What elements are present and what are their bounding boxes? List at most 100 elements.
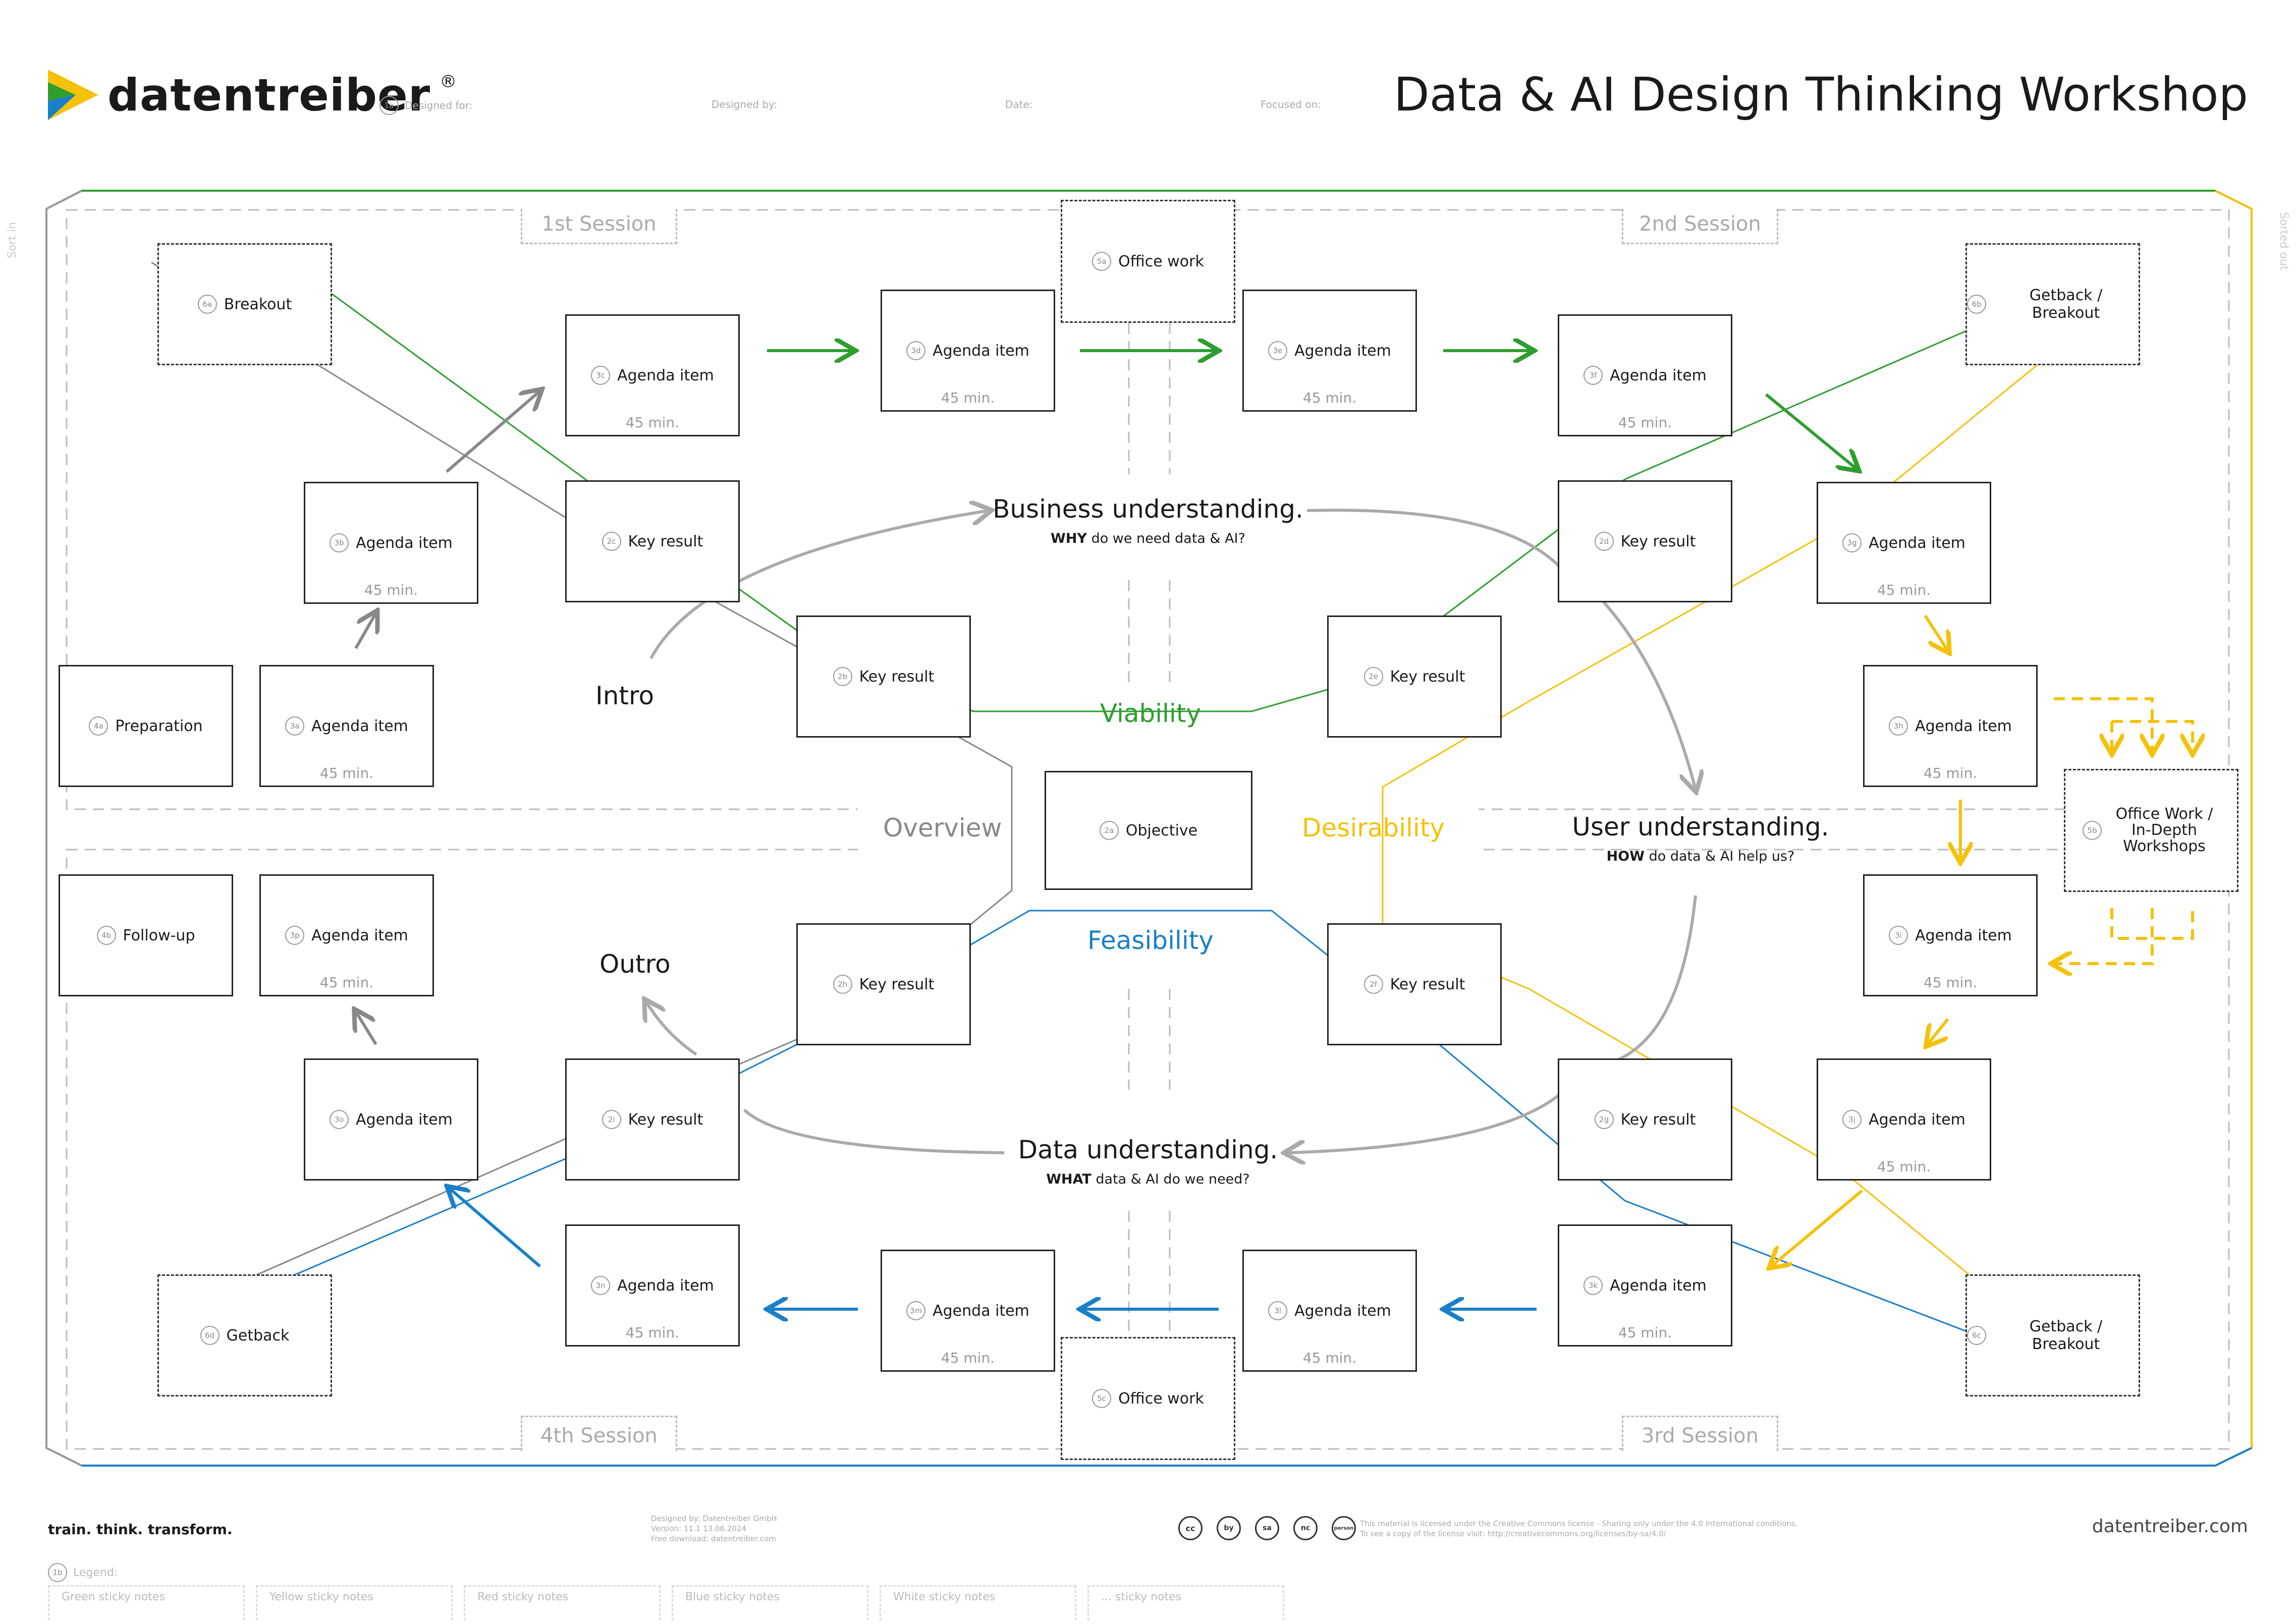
badge-3f: 3f: [1583, 366, 1603, 385]
badge-2e: 2e: [1363, 667, 1383, 686]
overview-label: Overview: [883, 813, 1002, 843]
box-label: Office work: [1118, 252, 1204, 270]
box-key-result-2c[interactable]: 2c Key result: [565, 480, 740, 602]
legend-yellow[interactable]: Yellow sticky notes: [256, 1585, 453, 1620]
box-agenda-3l[interactable]: 3l Agenda item 45 min.: [1242, 1250, 1417, 1372]
user-sub: do data & AI help us?: [1645, 849, 1795, 864]
box-duration: 45 min.: [1618, 1324, 1672, 1341]
box-duration: 45 min.: [1923, 765, 1978, 781]
focused-on-field[interactable]: Focused on:: [1261, 98, 1322, 110]
badge-3p: 3p: [285, 926, 305, 945]
share-alike-icon: sa: [1255, 1516, 1279, 1540]
designed-by-field[interactable]: Designed by:: [712, 98, 778, 110]
user-understanding: User understanding. HOW do data & AI hel…: [1544, 812, 1857, 864]
box-label: Key result: [1390, 667, 1465, 686]
badge-6b: 6b: [1967, 295, 1986, 314]
box-label: Office Work / In-Depth Workshops: [2115, 805, 2213, 855]
legend-blue[interactable]: Blue sticky notes: [672, 1585, 868, 1620]
badge-2c: 2c: [602, 532, 621, 551]
legend-white[interactable]: White sticky notes: [880, 1585, 1076, 1620]
box-key-result-2e[interactable]: 2e Key result: [1327, 615, 1502, 738]
box-key-result-2h[interactable]: 2h Key result: [796, 923, 971, 1045]
box-label: Preparation: [115, 717, 203, 735]
footer-url[interactable]: datentreiber.com: [2092, 1516, 2248, 1537]
license-line[interactable]: To see a copy of the license visit: http…: [1360, 1529, 1666, 1538]
session-3-tab: 3rd Session: [1622, 1416, 1778, 1451]
viability-label: Viability: [1100, 699, 1201, 728]
legend-title: Legend:: [73, 1566, 118, 1579]
box-label: Key result: [859, 975, 935, 993]
legend-red[interactable]: Red sticky notes: [464, 1585, 661, 1620]
box-label: Agenda item: [1294, 1302, 1391, 1320]
business-title: Business understanding.: [993, 494, 1303, 524]
box-label: Agenda item: [356, 1110, 453, 1129]
badge-3c: 3c: [591, 366, 611, 385]
badge-3i: 3i: [1889, 926, 1908, 945]
badge-6d: 6d: [200, 1326, 220, 1345]
box-label: Agenda item: [933, 1302, 1029, 1320]
side-label-left: Sort in: [6, 222, 19, 259]
data-sub: data & AI do we need?: [1091, 1171, 1250, 1187]
box-label: Key result: [1390, 975, 1465, 993]
legend-green[interactable]: Green sticky notes: [48, 1585, 245, 1620]
box-label: Breakout: [224, 295, 292, 313]
cc-icon: cc: [1178, 1516, 1202, 1540]
box-label: Key result: [628, 532, 703, 550]
badge-3m: 3m: [906, 1301, 926, 1320]
user-title: User understanding.: [1572, 812, 1829, 842]
badge-2b: 2b: [833, 667, 852, 686]
box-duration: 45 min.: [1302, 1350, 1357, 1366]
box-duration: 45 min.: [625, 414, 680, 431]
date-field[interactable]: Date:: [1005, 98, 1033, 110]
box-key-result-2b[interactable]: 2b Key result: [796, 615, 971, 738]
box-label: Agenda item: [1915, 926, 2012, 944]
session-4-tab: 4th Session: [521, 1416, 677, 1451]
box-label: Key result: [859, 667, 935, 686]
badge-6c: 6c: [1967, 1326, 1986, 1345]
box-label: Agenda item: [1869, 1110, 1965, 1129]
badge-2d: 2d: [1594, 532, 1614, 551]
box-duration: 45 min.: [1877, 1158, 1931, 1175]
business-sub-bold: WHY: [1051, 531, 1087, 546]
badge-2a: 2a: [1099, 821, 1119, 840]
box-label: Agenda item: [1294, 342, 1391, 360]
person-icon: person: [1332, 1516, 1356, 1540]
badge-3l: 3l: [1268, 1301, 1288, 1320]
badge-2h: 2h: [833, 975, 852, 994]
designed-for-field[interactable]: 1a Designed for:: [379, 96, 472, 115]
intro-label: Intro: [595, 681, 654, 710]
legend-other[interactable]: ... sticky notes: [1087, 1585, 1284, 1620]
box-label: Agenda item: [311, 926, 408, 944]
desirability-label: Desirability: [1302, 813, 1445, 843]
green-arrows: [767, 351, 1857, 469]
